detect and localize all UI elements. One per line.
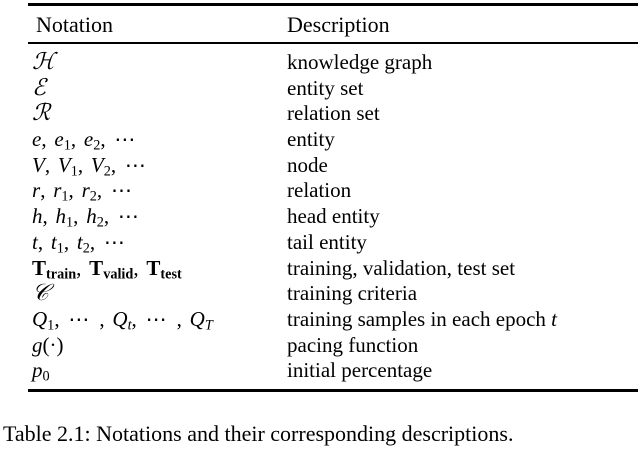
table-row: ℛ relation set [28, 101, 638, 127]
notation-cell: ℋ [32, 49, 55, 75]
description-cell: relation [287, 178, 352, 203]
notation-table: Notation Description ℋ knowledge graph ℰ… [28, 3, 638, 392]
table-row: 𝒞 training criteria [28, 280, 638, 307]
notation-cell: e, e1, e2, ⋯ [32, 127, 138, 154]
table-row: h, h1, h2, ⋯ head entity [28, 204, 638, 231]
description-cell: entity set [287, 75, 364, 100]
caption-text: Notations and their corresponding descri… [96, 421, 514, 446]
table-row: Ttrain, Tvalid, Ttest training, validati… [28, 255, 638, 283]
description-cell: training, validation, test set [287, 255, 516, 280]
description-cell: training samples in each epoch t [287, 307, 638, 333]
table-row: ℋ knowledge graph [28, 49, 638, 76]
description-cell: knowledge graph [287, 50, 433, 74]
notation-cell: h, h1, h2, ⋯ [32, 204, 142, 231]
notation-cell: ℛ [32, 100, 51, 127]
description-cell: training criteria [287, 281, 418, 306]
notation-cell: Q1, ⋯ , Qt, ⋯ , QT [32, 306, 213, 334]
table-row: e, e1, e2, ⋯ entity [28, 127, 638, 154]
notation-cell: ℰ [32, 74, 46, 101]
description-cell: node [287, 152, 328, 177]
table-caption: Table 2.1: Notations and their correspon… [3, 419, 639, 449]
description-text: training samples in each epoch [287, 306, 552, 331]
notation-cell: g(·) [32, 332, 64, 357]
table-body: ℋ knowledge graph ℰ entity set ℛ relatio… [28, 44, 638, 389]
description-cell: entity [287, 127, 335, 152]
table-row: p0 initial percentage [28, 358, 638, 385]
table-row: g(·) pacing function [28, 333, 638, 359]
notation-cell: Ttrain, Tvalid, Ttest [32, 255, 182, 283]
description-cell: tail entity [287, 229, 367, 254]
notation-cell: p0 [32, 358, 50, 385]
column-header-description: Description [287, 12, 390, 37]
table-header-row: Notation Description [28, 6, 638, 42]
description-cell: head entity [287, 204, 380, 229]
notation-cell: 𝒞 [32, 280, 49, 307]
table-top-rule [28, 3, 638, 6]
description-cell: pacing function [287, 332, 419, 357]
epoch-variable: t [551, 306, 558, 331]
table-row: ℰ entity set [28, 74, 638, 102]
notation-cell: r, r1, r2, ⋯ [32, 178, 135, 206]
table-row: r, r1, r2, ⋯ relation [28, 178, 638, 205]
caption-label: Table 2.1: [3, 421, 91, 446]
notation-cell: t, t1, t2, ⋯ [32, 229, 128, 257]
table-bottom-rule [28, 388, 638, 392]
table-row: t, t1, t2, ⋯ tail entity [28, 229, 638, 257]
description-cell: initial percentage [287, 358, 433, 383]
column-header-notation: Notation [36, 12, 113, 37]
table-mid-rule [28, 42, 638, 44]
notation-cell: V, V1, V2, ⋯ [32, 152, 149, 180]
table-row: V, V1, V2, ⋯ node [28, 152, 638, 180]
description-cell: relation set [287, 101, 380, 126]
table-row: Q1, ⋯ , Qt, ⋯ , QT training samples in e… [28, 307, 638, 334]
